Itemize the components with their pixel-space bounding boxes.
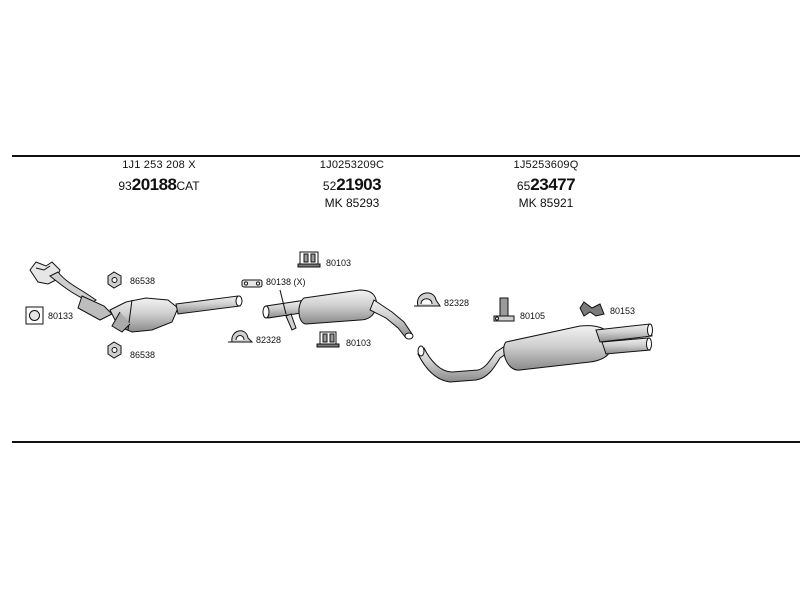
rear-silencer xyxy=(417,323,653,383)
clamp-82328-left xyxy=(228,330,254,343)
label-80103-bottom: 80103 xyxy=(346,338,372,348)
label-86538-bottom: 86538 xyxy=(130,350,156,360)
gasket-80138 xyxy=(241,279,263,288)
part-header-front: 1J1 253 208 X 9320188CAT xyxy=(104,159,214,194)
clamp-80133 xyxy=(25,306,44,325)
leader-line xyxy=(279,289,287,315)
label-80138: 80138 (X) xyxy=(266,277,306,287)
part-header-rear: 1J5253609Q 6523477 MK 85921 xyxy=(496,159,596,210)
oem-code: 1J0253209C xyxy=(319,159,385,171)
bracket-80105 xyxy=(493,297,515,322)
part-header-middle: 1J0253209C 5221903 MK 85293 xyxy=(302,159,402,210)
catalytic-converter-assembly xyxy=(29,261,243,333)
label-80153: 80153 xyxy=(610,306,636,316)
part-number: 9320188CAT xyxy=(118,175,200,194)
label-80103-top: 80103 xyxy=(326,258,352,268)
mk-number: MK 85921 xyxy=(518,196,574,210)
nut-86538-top xyxy=(107,271,122,289)
middle-silencer xyxy=(262,289,414,340)
hanger-80153 xyxy=(579,301,605,317)
label-86538-top: 86538 xyxy=(130,276,156,286)
clamp-82328-right xyxy=(414,292,441,307)
bracket-80103-bottom xyxy=(316,331,340,348)
mk-number: MK 85293 xyxy=(324,196,380,210)
bottom-rule xyxy=(12,441,800,443)
part-number: 6523477 xyxy=(516,175,576,194)
part-number: 5221903 xyxy=(322,175,382,194)
oem-code: 1J1 253 208 X xyxy=(122,159,196,171)
label-82328-left: 82328 xyxy=(256,335,282,345)
bracket-80103-top xyxy=(297,251,321,268)
label-80105: 80105 xyxy=(520,311,546,321)
top-rule xyxy=(12,155,800,157)
nut-86538-bottom xyxy=(107,341,122,359)
oem-code: 1J5253609Q xyxy=(513,159,579,171)
label-82328-right: 82328 xyxy=(444,298,470,308)
label-80133: 80133 xyxy=(48,311,74,321)
